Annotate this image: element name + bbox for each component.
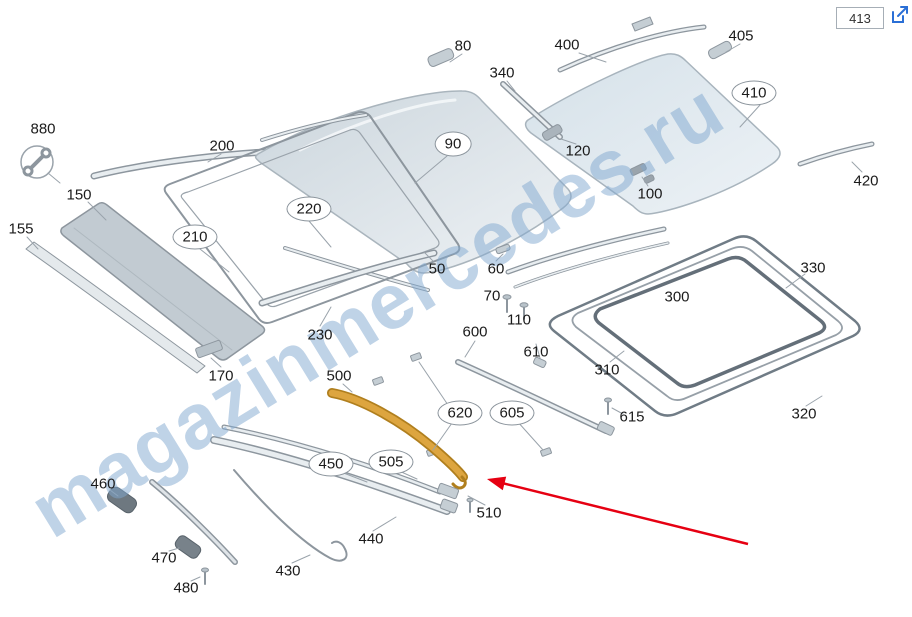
clip-610 — [533, 356, 547, 369]
part-label-310[interactable]: 310 — [594, 361, 620, 379]
part-label-300[interactable]: 300 — [664, 288, 690, 306]
guide-rail-600 — [455, 359, 615, 436]
bracket-510 — [436, 482, 474, 513]
reference-number-box: 413 — [836, 7, 884, 29]
clip-60 — [495, 243, 511, 255]
seal-frame-310 — [571, 246, 843, 401]
part-label-155[interactable]: 155 — [8, 220, 34, 238]
part-label-170[interactable]: 170 — [208, 367, 234, 385]
part-label-340[interactable]: 340 — [489, 64, 515, 82]
part-label-500[interactable]: 500 — [326, 367, 352, 385]
blocks-100 — [629, 163, 655, 184]
part-label-430[interactable]: 430 — [275, 562, 301, 580]
frame-crossbar-220 — [260, 113, 368, 142]
part-label-330[interactable]: 330 — [800, 259, 826, 277]
bracket-420 — [797, 141, 875, 167]
part-label-120[interactable]: 120 — [565, 142, 591, 160]
part-label-420[interactable]: 420 — [853, 172, 879, 190]
part-label-90[interactable]: 90 — [434, 131, 472, 157]
seal-strip-155 — [25, 241, 206, 374]
part-label-880[interactable]: 880 — [30, 120, 56, 138]
part-label-110[interactable]: 110 — [507, 311, 531, 329]
part-label-100[interactable]: 100 — [637, 185, 663, 203]
part-label-60[interactable]: 60 — [487, 260, 505, 278]
wind-deflector-panel-150 — [60, 201, 266, 361]
clip-405 — [707, 40, 733, 60]
part-label-505[interactable]: 505 — [368, 449, 414, 475]
part-label-620[interactable]: 620 — [437, 400, 483, 426]
part-label-450[interactable]: 450 — [308, 451, 354, 477]
part-label-50[interactable]: 50 — [428, 260, 446, 278]
bracket-80 — [427, 48, 455, 67]
part-label-615[interactable]: 615 — [619, 408, 645, 426]
bolt-480 — [201, 567, 209, 585]
edit-icon[interactable] — [889, 5, 909, 25]
part-label-510[interactable]: 510 — [476, 504, 502, 522]
part-label-600[interactable]: 600 — [462, 323, 488, 341]
part-label-220[interactable]: 220 — [286, 196, 332, 222]
part-label-210[interactable]: 210 — [172, 224, 218, 250]
part-label-80[interactable]: 80 — [454, 37, 472, 55]
bolt-615 — [604, 397, 612, 415]
bolt-110 — [519, 302, 529, 320]
wrench-icon — [22, 147, 52, 177]
glass-frame-300 — [593, 255, 827, 389]
highlight-rail-500 — [327, 388, 468, 490]
part-label-150[interactable]: 150 — [66, 186, 92, 204]
part-label-460[interactable]: 460 — [90, 475, 116, 493]
plate-170 — [195, 339, 223, 359]
block-120 — [541, 124, 563, 141]
part-label-230[interactable]: 230 — [307, 326, 333, 344]
roof-glass-panel — [254, 90, 572, 274]
part-label-410[interactable]: 410 — [731, 80, 777, 106]
part-label-480[interactable]: 480 — [173, 579, 199, 597]
wrench-badge-880[interactable] — [20, 145, 54, 179]
part-label-320[interactable]: 320 — [791, 405, 817, 423]
part-label-200[interactable]: 200 — [209, 137, 235, 155]
part-label-470[interactable]: 470 — [151, 549, 177, 567]
top-strip-400 — [557, 16, 707, 73]
part-label-400[interactable]: 400 — [554, 36, 580, 54]
part-label-70[interactable]: 70 — [483, 287, 501, 305]
drain-cable-430 — [233, 469, 348, 562]
part-label-405[interactable]: 405 — [728, 27, 754, 45]
rail-230 — [258, 249, 438, 307]
part-label-605[interactable]: 605 — [489, 400, 535, 426]
sunshade-rails — [505, 226, 670, 289]
bolt-70 — [502, 294, 512, 313]
bracket-470 — [174, 535, 202, 559]
rear-glass-panel — [524, 53, 781, 215]
part-label-610[interactable]: 610 — [523, 343, 549, 361]
leader-lines — [26, 43, 863, 582]
seal-frame-330 — [548, 235, 861, 417]
part-label-440[interactable]: 440 — [358, 530, 384, 548]
